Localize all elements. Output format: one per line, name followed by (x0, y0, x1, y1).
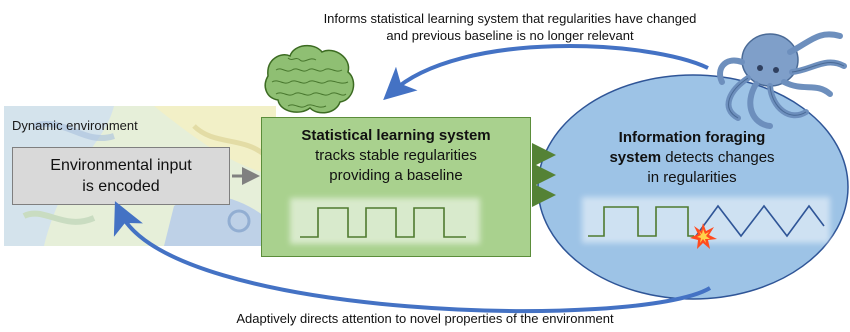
top-arrow-caption: Informs statistical learning system that… (260, 10, 760, 44)
environmental-input-box: Environmental input is encoded (12, 147, 230, 205)
bottom-arrow-caption: Adaptively directs attention to novel pr… (236, 311, 614, 326)
explosion-icon (690, 223, 717, 249)
environment-label: Dynamic environment (12, 118, 138, 133)
top-caption-line-1: Informs statistical learning system that… (323, 11, 697, 26)
statistical-learning-title: Statistical learning system (301, 127, 491, 144)
feedback-arrow-bottom (113, 201, 712, 314)
input-line-2: is encoded (82, 178, 160, 195)
statistical-learning-line-1: tracks stable regularities (315, 147, 477, 164)
change-triangle-wave (695, 204, 825, 238)
foraging-line-2-rest: detects changes (661, 149, 775, 166)
baseline-square-wave (300, 207, 466, 238)
information-foraging-text: Information foraging system detects chan… (592, 128, 792, 188)
foraging-title-line-2: system (609, 149, 662, 166)
feedback-arrow-top (383, 44, 709, 101)
change-square-wave (588, 206, 694, 237)
foraging-title-line-1: Information foraging (618, 129, 766, 146)
foraging-line-3: in regularities (647, 169, 737, 186)
top-caption-line-2: and previous baseline is no longer relev… (386, 28, 634, 43)
coral-icon (264, 44, 355, 114)
statistical-learning-line-2: providing a baseline (329, 167, 463, 184)
octopus-icon (717, 31, 847, 129)
statistical-learning-text: Statistical learning system tracks stabl… (261, 126, 531, 186)
input-line-1: Environmental input (50, 157, 192, 174)
